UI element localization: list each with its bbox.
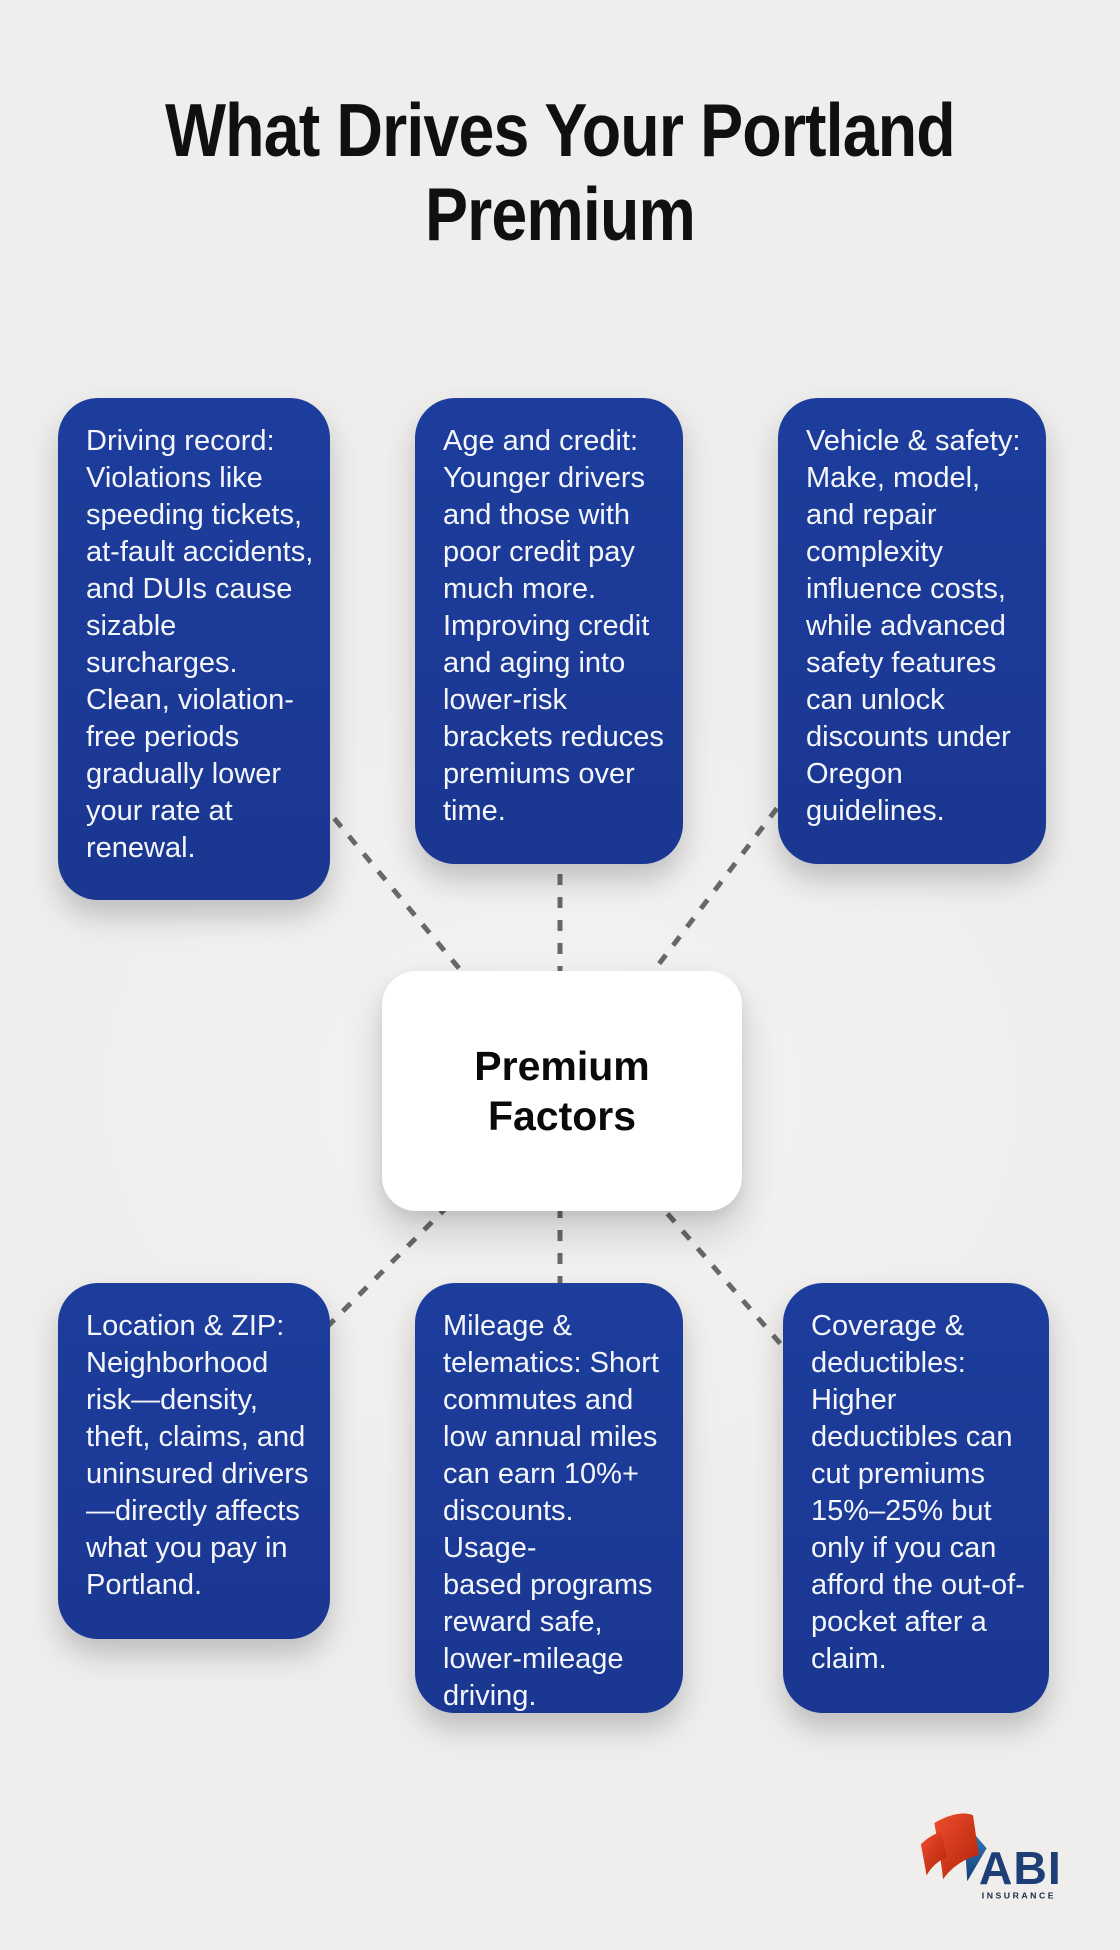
factor-card-driving-record: Driving record: Violations like speeding… [58,398,330,900]
page-title: What Drives Your Portland Premium [165,88,956,256]
factor-card-coverage-and-deductibles: Coverage & deductibles: Higher deductibl… [783,1283,1049,1713]
factor-card-mileage-and-telematics: Mileage & telematics: Short commutes and… [415,1283,683,1713]
logo-tagline-text: INSURANCE [982,1891,1056,1901]
factor-card-location-and-zip: Location & ZIP: Neighborhood risk—densit… [58,1283,330,1639]
factor-card-age-and-credit: Age and credit: Younger drivers and thos… [415,398,683,864]
abi-insurance-logo: ABI INSURANCE [920,1813,1062,1901]
connector-line-location-and-zip [192,1090,564,1462]
flag-mark-icon [920,1813,987,1882]
logo-brand-text: ABI [979,1842,1062,1894]
center-node-premium-factors: Premium Factors [382,971,742,1211]
factor-card-vehicle-and-safety: Vehicle & safety: Make, model, and repai… [778,398,1046,864]
